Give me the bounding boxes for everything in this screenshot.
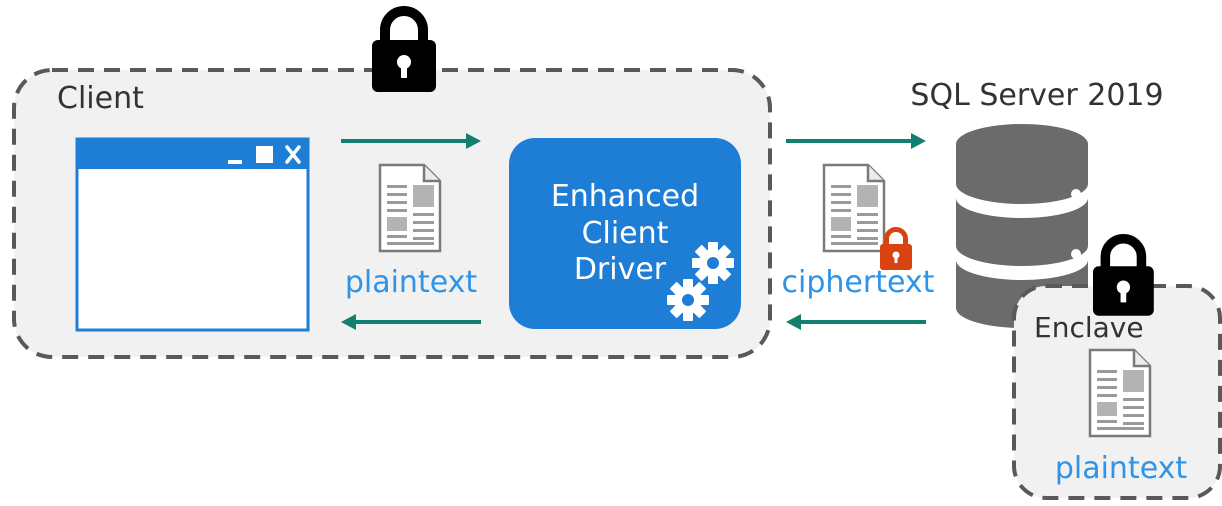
wire-ciphertext-label: ciphertext — [782, 265, 935, 300]
enclave-plaintext-label: plaintext — [1055, 451, 1188, 486]
driver-label-line3: Driver — [574, 252, 667, 287]
arrow-server-to-driver — [786, 314, 926, 330]
client-label: Client — [57, 81, 144, 116]
server-label: SQL Server 2019 — [910, 78, 1163, 113]
padlock-icon — [1093, 239, 1154, 316]
app-window-icon — [75, 137, 310, 332]
gear-icon — [692, 242, 734, 284]
gear-icon — [667, 279, 709, 321]
enhanced-client-driver: Enhanced Client Driver — [509, 138, 741, 329]
padlock-icon — [372, 11, 436, 92]
enclave-label: Enclave — [1034, 311, 1144, 344]
arrow-driver-to-app — [341, 314, 481, 330]
close-icon — [285, 145, 301, 164]
encrypted-document-icon — [822, 163, 912, 270]
driver-label-line2: Client — [582, 216, 669, 251]
minimize-icon — [228, 160, 242, 164]
arrow-app-to-driver — [341, 133, 481, 149]
arrow-driver-to-server — [786, 133, 926, 149]
padlock-icon — [880, 227, 912, 270]
document-icon — [1088, 348, 1152, 438]
driver-label-line1: Enhanced — [551, 179, 699, 214]
maximize-icon — [256, 146, 273, 163]
document-icon — [378, 163, 442, 253]
client-plaintext-label: plaintext — [345, 265, 478, 300]
